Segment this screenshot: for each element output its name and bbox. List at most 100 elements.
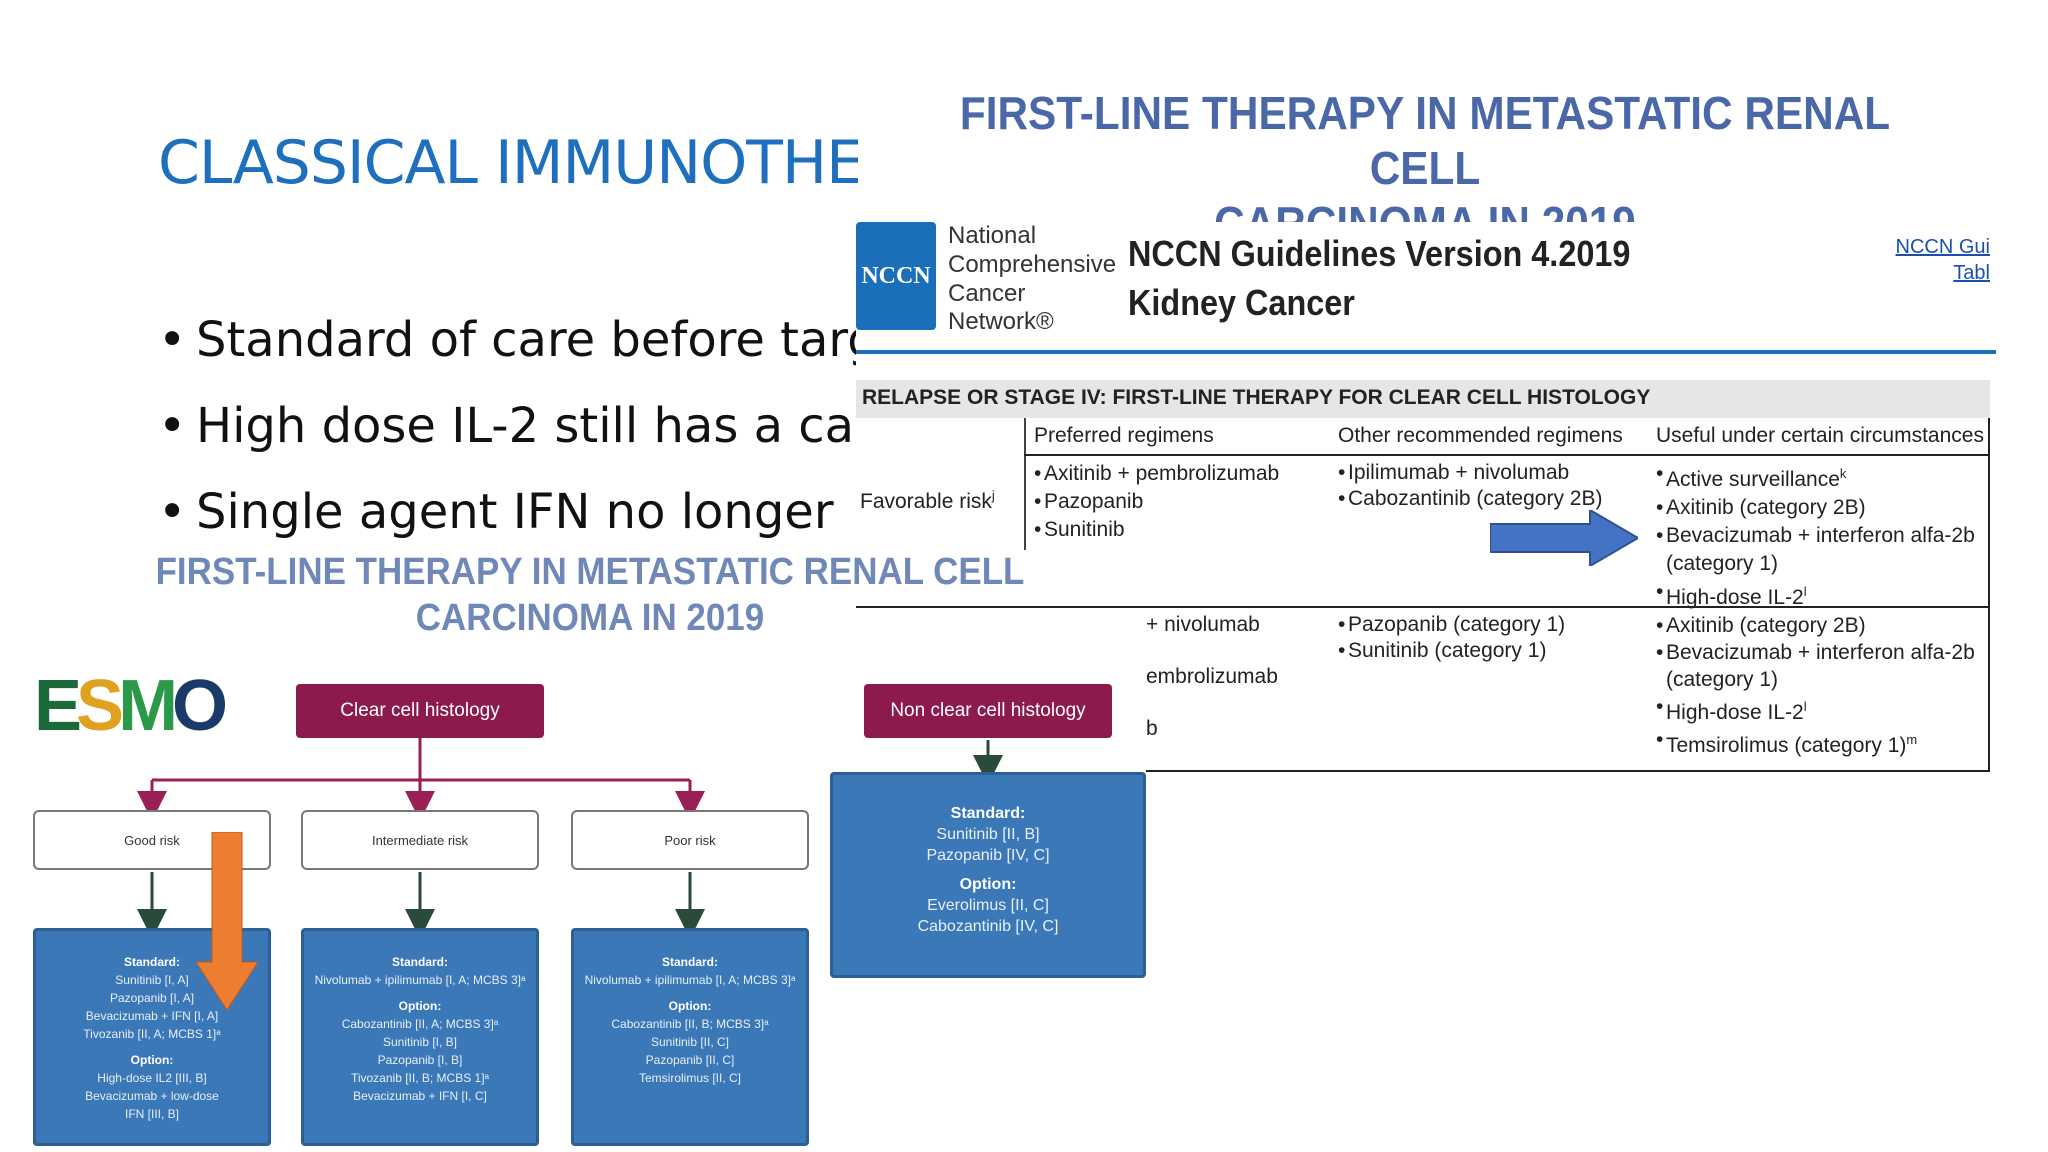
treatment-box-non-clear-cell: Standard: Sunitinib [II, B] Pazopanib [I… (830, 772, 1146, 978)
regimen-item: Axitinib (category 2B) (1656, 494, 1975, 522)
table-title: RELAPSE OR STAGE IV: FIRST-LINE THERAPY … (856, 380, 1990, 418)
treatment-item: Nivolumab + ipilimumab [I, A; MCBS 3]ᵃ (584, 973, 796, 987)
regimen-item: Sunitinib (category 1) (1338, 638, 1565, 664)
regimen-item: b (1146, 717, 1158, 740)
treatment-item: Bevacizumab + IFN [I, A] (85, 1009, 219, 1023)
treatment-item: Cabozantinib [IV, C] (917, 918, 1059, 935)
favorable-other: Ipilimumab + nivolumab Cabozantinib (cat… (1338, 460, 1602, 512)
regimen-item: Pazopanib (category 1) (1338, 612, 1565, 638)
standard-label: Standard: (950, 805, 1026, 822)
esmo-logo: ESMO (34, 666, 228, 746)
column-header: Other recommended regimens (1338, 424, 1623, 447)
table-divider (1146, 770, 1990, 772)
column-header: Preferred regimens (1034, 424, 1214, 447)
bullet-list: Standard of care before targeted therapi… (158, 312, 858, 570)
non-clear-cell-histology-box: Non clear cell histology (864, 684, 1112, 738)
treatment-item: Pazopanib [I, A] (109, 991, 195, 1005)
regimen-item: Pazopanib (1034, 488, 1279, 516)
poor-other: Pazopanib (category 1) Sunitinib (catego… (1338, 612, 1565, 664)
esmo-logo-letter: O (172, 666, 228, 746)
treatment-item: Sunitinib [II, B] (936, 826, 1040, 843)
bullet-item: Single agent IFN no longer (158, 484, 858, 570)
regimen-item: Axitinib (category 2B) (1656, 612, 1975, 639)
option-label: Option: (398, 999, 442, 1013)
bullet-item: Standard of care before targeted therapi… (158, 312, 858, 398)
org-line: Comprehensive (948, 250, 1117, 278)
regimen-item: Sunitinib (1034, 516, 1279, 544)
favorable-preferred: Axitinib + pembrolizumab Pazopanib Sunit… (1034, 460, 1279, 544)
poor-useful: Axitinib (category 2B) Bevacizumab + int… (1656, 612, 1975, 759)
treatment-item: Sunitinib [I, A] (115, 973, 189, 987)
regimen-item: + nivolumab (1146, 613, 1260, 636)
esmo-logo-letter: S (76, 666, 124, 746)
option-label: Option: (130, 1053, 174, 1067)
nccn-guideline-title: NCCN Guidelines Version 4.2019 Kidney Ca… (1128, 230, 1630, 327)
treatment-item: Tivozanib [II, A; MCBS 1]ᵃ (83, 1027, 221, 1041)
poor-preferred: + nivolumab embrolizumab b (1146, 612, 1278, 742)
regimen-item: Temsirolimus (category 1)m (1656, 726, 1975, 759)
regimen-item-continued: (category 1) (1666, 552, 1779, 575)
favorable-useful: Active surveillancek Axitinib (category … (1656, 460, 1975, 612)
regimen-item: Cabozantinib (category 2B) (1338, 486, 1602, 512)
regimen-item: High-dose IL-2l (1656, 693, 1975, 726)
table-divider (1024, 454, 1990, 456)
orange-arrow-icon (196, 832, 258, 1010)
regimen-item: Bevacizumab + interferon alfa-2b (1656, 639, 1975, 666)
treatment-item: Cabozantinib [II, B; MCBS 3]ᵃ (611, 1017, 769, 1031)
nccn-logo: NCCN (856, 222, 936, 330)
nccn-guideline-panel: NCCN National Comprehensive Cancer Netwo… (856, 222, 1996, 782)
guideline-version: NCCN Guidelines Version 4.2019 (1128, 233, 1631, 274)
nccn-org-name: National Comprehensive Cancer Network® (948, 222, 1116, 337)
blue-arrow-icon (1490, 510, 1638, 566)
regimen-item: Ipilimumab + nivolumab (1338, 460, 1602, 486)
treatment-item: IFN [III, B] (124, 1107, 179, 1121)
esmo-heading: FIRST-LINE THERAPY IN METASTATIC RENAL C… (84, 550, 1096, 641)
treatment-item: Tivozanib [II, B; MCBS 1]ᵃ (350, 1071, 490, 1085)
treatment-item: Sunitinib [II, C] (650, 1035, 730, 1049)
regimen-item-continued: (category 1) (1666, 668, 1779, 691)
table-divider (1988, 418, 1990, 772)
regimen-item: High-dose IL-2l (1656, 578, 1975, 612)
standard-label: Standard: (123, 955, 180, 969)
guideline-topic: Kidney Cancer (1128, 281, 1355, 323)
regimen-item: Bevacizumab + interferon alfa-2b (1656, 522, 1975, 550)
treatment-item: Pazopanib [II, C] (645, 1053, 735, 1067)
treatment-item: Everolimus [II, C] (927, 897, 1049, 914)
slide-title: CLASSICAL IMMUNOTHERAPY (158, 128, 858, 198)
esmo-logo-letter: E (34, 666, 82, 746)
treatment-item: Bevacizumab + low-dose (85, 1089, 219, 1103)
treatment-item: Pazopanib [I, B] (377, 1053, 463, 1067)
row-label-favorable: Favorable riskj (860, 488, 995, 513)
nccn-therapy-table: RELAPSE OR STAGE IV: FIRST-LINE THERAPY … (856, 380, 1990, 780)
option-label: Option: (668, 999, 712, 1013)
treatment-box-poor: Standard: Nivolumab + ipilimumab [I, A; … (571, 928, 809, 1146)
regimen-item: embrolizumab (1146, 665, 1278, 688)
treatment-item: Temsirolimus [II, C] (638, 1071, 741, 1085)
esmo-heading-line2: CARCINOMA IN 2019 (415, 596, 765, 639)
esmo-heading-line1: FIRST-LINE THERAPY IN METASTATIC RENAL C… (155, 551, 1025, 593)
treatment-item: Bevacizumab + IFN [I, C] (353, 1089, 487, 1103)
clear-cell-histology-box: Clear cell histology (296, 684, 544, 738)
treatment-item: Cabozantinib [II, A; MCBS 3]ᵃ (341, 1017, 499, 1031)
risk-box-poor: Poor risk (571, 810, 809, 870)
org-line: Network® (948, 308, 1054, 336)
org-line: National (948, 222, 1037, 249)
table-divider (1024, 418, 1026, 550)
esmo-logo-letter: M (118, 666, 178, 746)
treatment-item: High-dose IL2 [III, B] (97, 1071, 207, 1085)
org-line: Cancer (948, 279, 1026, 307)
table-divider (856, 606, 1990, 608)
standard-label: Standard: (391, 955, 448, 969)
column-header: Useful under certain circumstances (1656, 424, 1984, 447)
treatment-item: Nivolumab + ipilimumab [I, A; MCBS 3]ᵃ (314, 973, 526, 987)
regimen-item: Active surveillancek (1656, 460, 1975, 494)
regimen-item: Axitinib + pembrolizumab (1034, 460, 1279, 488)
risk-box-intermediate: Intermediate risk (301, 810, 539, 870)
nccn-heading-line1: FIRST-LINE THERAPY IN METASTATIC RENAL C… (959, 87, 1891, 195)
option-label: Option: (959, 876, 1017, 893)
nccn-link[interactable]: NCCN Gui (1895, 236, 1990, 258)
bullet-item: High dose IL-2 still has a case (158, 398, 858, 484)
nccn-links[interactable]: NCCN Gui Tabl (1870, 234, 1990, 286)
treatment-box-intermediate: Standard: Nivolumab + ipilimumab [I, A; … (301, 928, 539, 1146)
nccn-link[interactable]: Tabl (1953, 262, 1990, 284)
